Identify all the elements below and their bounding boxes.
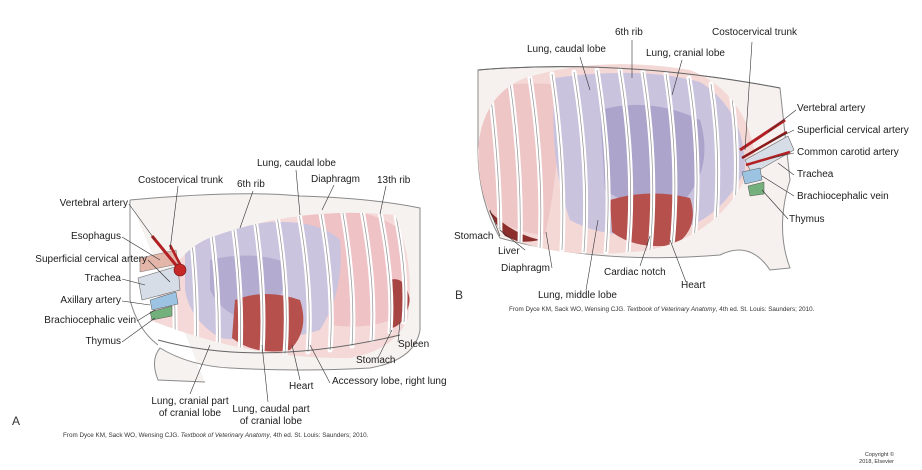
label-common-carotid-artery-b: Common carotid artery xyxy=(797,147,899,158)
label-stomach-a: Stomach xyxy=(356,355,396,366)
label-lung-caudal-lobe-b: Lung, caudal lobe xyxy=(527,44,606,55)
label-lung-cranial-part-a: Lung, cranial part of cranial lobe xyxy=(140,396,240,420)
label-lung-caudal-part-line1: Lung, caudal part xyxy=(232,404,310,415)
superficial-cervical-artery-b xyxy=(741,130,788,160)
thymus-a xyxy=(149,305,173,321)
copyright-line2: 2018, Elsevier xyxy=(859,459,894,465)
credit-b: From Dyce KM, Sack WO, Wensing CJG. Text… xyxy=(509,306,814,313)
credit-a-title: Textbook of Veterinary Anatomy xyxy=(180,432,270,439)
label-stomach-b: Stomach xyxy=(454,231,494,242)
label-vertebral-artery-a: Vertebral artery xyxy=(59,198,128,209)
label-accessory-lobe-a: Accessory lobe, right lung xyxy=(332,376,447,387)
label-vertebral-artery-b: Vertebral artery xyxy=(797,103,866,114)
label-lung-middle-lobe-b: Lung, middle lobe xyxy=(538,290,617,301)
label-superficial-cervical-artery-a: Superficial cervical artery xyxy=(35,254,147,265)
credit-b-prefix: From Dyce KM, Sack WO, Wensing CJG. xyxy=(509,306,627,313)
label-sixth-rib-b: 6th rib xyxy=(615,27,643,38)
label-costocervical-trunk-b: Costocervical trunk xyxy=(712,27,798,38)
vertebral-artery-b xyxy=(739,118,786,152)
label-lung-caudal-part-a: Lung, caudal part of cranial lobe xyxy=(221,404,321,428)
vertebral-artery-a xyxy=(150,235,182,271)
label-brachiocephalic-vein-b: Brachiocephalic vein xyxy=(797,191,889,202)
label-esophagus-a: Esophagus xyxy=(70,231,121,242)
common-carotid-artery-b xyxy=(745,150,791,167)
label-brachiocephalic-vein-a: Brachiocephalic vein xyxy=(44,315,136,326)
copyright-line1: Copyright © xyxy=(864,452,894,458)
credit-b-suffix: , 4th ed. St. Louis: Saunders; 2010. xyxy=(715,306,815,313)
panel-letter-b: B xyxy=(455,288,464,302)
credit-a-prefix: From Dyce KM, Sack WO, Wensing CJG. xyxy=(63,432,181,439)
brachiocephalic-vein-b xyxy=(741,167,763,185)
label-cardiac-notch-b: Cardiac notch xyxy=(604,267,666,278)
trachea-b xyxy=(744,135,795,175)
label-lung-caudal-lobe-a: Lung, caudal lobe xyxy=(257,158,336,169)
credit-a-suffix: , 4th ed. St. Louis: Saunders; 2010. xyxy=(269,432,369,439)
label-trachea-a: Trachea xyxy=(84,273,121,284)
label-thymus-b: Thymus xyxy=(789,214,825,225)
label-lung-caudal-part-line2: of cranial lobe xyxy=(239,416,303,427)
brachiocephalic-vein-a xyxy=(149,291,179,311)
label-lung-cranial-part-line2: of cranial lobe xyxy=(158,408,222,419)
panel-letter-a: A xyxy=(12,414,21,428)
label-lung-cranial-lobe-b: Lung, cranial lobe xyxy=(646,48,725,59)
credit-b-title: Textbook of Veterinary Anatomy xyxy=(626,306,716,313)
label-liver-b: Liver xyxy=(498,246,520,257)
credit-a: From Dyce KM, Sack WO, Wensing CJG. Text… xyxy=(63,432,368,439)
label-sixth-rib-a: 6th rib xyxy=(237,179,265,190)
copyright-notice: Copyright © 2018, Elsevier xyxy=(840,452,894,466)
label-thymus-a: Thymus xyxy=(85,336,121,347)
label-diaphragm-b: Diaphragm xyxy=(501,263,550,274)
label-lung-cranial-part-line1: Lung, cranial part xyxy=(151,396,229,407)
label-superficial-cervical-artery-b: Superficial cervical artery xyxy=(797,125,909,136)
label-costocervical-trunk-a: Costocervical trunk xyxy=(138,175,224,186)
label-heart-b: Heart xyxy=(681,280,706,291)
figure-a-illustration xyxy=(121,169,421,403)
trachea-a xyxy=(137,265,181,301)
neck-outline-a xyxy=(129,200,159,346)
figure-b-illustration xyxy=(477,40,797,291)
label-thirteenth-rib-a: 13th rib xyxy=(377,175,411,186)
label-heart-a: Heart xyxy=(289,381,314,392)
thymus-b xyxy=(747,181,765,197)
label-spleen-a: Spleen xyxy=(398,339,430,350)
label-trachea-b: Trachea xyxy=(797,169,834,180)
label-axillary-artery-a: Axillary artery xyxy=(60,295,121,306)
label-diaphragm-a: Diaphragm xyxy=(311,174,360,185)
